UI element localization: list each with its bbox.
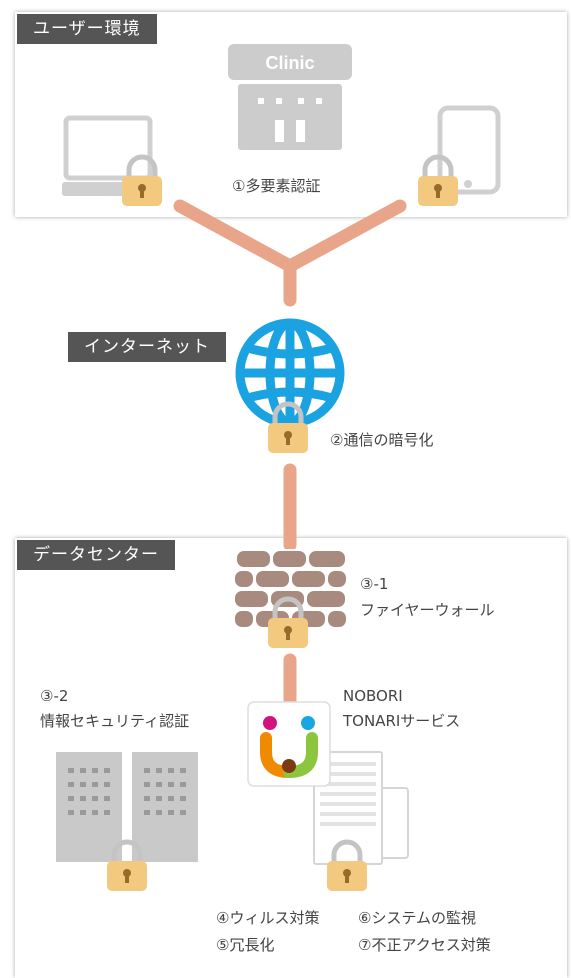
lock-icon: [268, 401, 308, 453]
datacenter-tag: データセンター: [17, 540, 175, 570]
lock-icon: [107, 839, 147, 891]
user-environment-tag: ユーザー環境: [17, 14, 157, 44]
firewall-label: ファイヤーウォール: [360, 601, 495, 619]
measure-monitoring: ⑥システムの監視: [358, 909, 476, 927]
network-connector: [173, 199, 407, 707]
measure-intrusion: ⑦不正アクセス対策: [358, 936, 491, 954]
lock-icon: [418, 154, 458, 206]
mfa-label: ①多要素認証: [232, 177, 321, 195]
service-name-line1: NOBORI: [343, 687, 403, 705]
lock-icon: [268, 596, 308, 648]
internet-tag: インターネット: [68, 332, 226, 362]
server-icon: [313, 751, 409, 865]
tablet-icon: [437, 105, 501, 195]
lock-icon: [122, 154, 162, 206]
encryption-label: ②通信の暗号化: [330, 431, 434, 449]
firewall-number-label: ③-1: [360, 575, 389, 593]
measure-virus: ④ウィルス対策: [216, 909, 320, 927]
datacenter-building-icon: [56, 752, 198, 862]
globe-icon: [235, 318, 345, 428]
certification-label: 情報セキュリティ認証: [40, 712, 190, 730]
clinic-sign-text: Clinic: [265, 53, 314, 73]
measure-redundancy: ⑤冗長化: [216, 936, 275, 954]
service-name-line2: TONARIサービス: [343, 712, 461, 730]
certification-number-label: ③-2: [40, 687, 69, 705]
firewall-icon: [233, 549, 348, 629]
nobori-logo-icon: [247, 701, 331, 787]
clinic-building-icon: Clinic: [228, 44, 352, 150]
lock-icon: [327, 839, 367, 891]
